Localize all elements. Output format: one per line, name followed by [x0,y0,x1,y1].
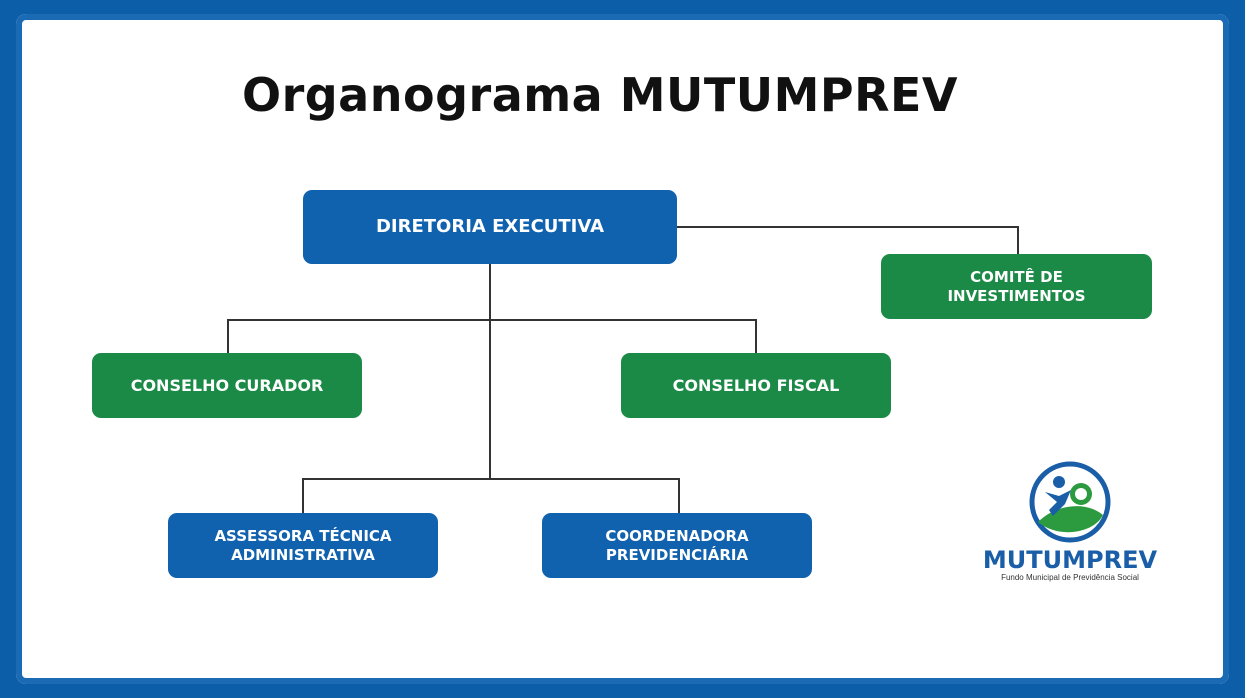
connector-lower-bar [302,478,680,480]
node-label: CONSELHO CURADOR [130,375,324,395]
node-label: CONSELHO FISCAL [672,375,840,395]
connector-coordenadora-drop [678,478,680,514]
logo-name: MUTUMPREV [982,546,1158,574]
logo-emblem-icon [1029,461,1111,543]
mutumprev-logo: MUTUMPREV Fundo Municipal de Previdência… [975,460,1165,590]
node-conselho-curador: CONSELHO CURADOR [92,353,362,418]
page-title: Organograma MUTUMPREV [241,68,959,122]
node-diretoria-executiva: DIRETORIA EXECUTIVA [303,190,677,264]
node-label: DIRETORIA EXECUTIVA [375,215,605,237]
connector-assessora-drop [302,478,304,514]
connector-comite-bar [677,226,1019,228]
connector-fiscal-drop [755,319,757,354]
node-label: COORDENADORA PREVIDENCIÁRIA [605,526,749,564]
node-conselho-fiscal: CONSELHO FISCAL [621,353,891,418]
node-assessora-tecnica: ASSESSORA TÉCNICA ADMINISTRATIVA [168,513,438,578]
node-comite-investimentos: COMITÊ DE INVESTIMENTOS [881,254,1152,319]
connector-curador-drop [227,319,229,354]
node-coordenadora-previdenciaria: COORDENADORA PREVIDENCIÁRIA [542,513,812,578]
node-label: ASSESSORA TÉCNICA ADMINISTRATIVA [214,526,392,564]
connector-diretoria-down [489,264,491,478]
logo-subtitle: Fundo Municipal de Previdência Social [1001,573,1139,582]
connector-conselhos-bar [227,319,757,321]
node-label: COMITÊ DE INVESTIMENTOS [947,267,1086,305]
connector-comite-drop [1017,226,1019,255]
